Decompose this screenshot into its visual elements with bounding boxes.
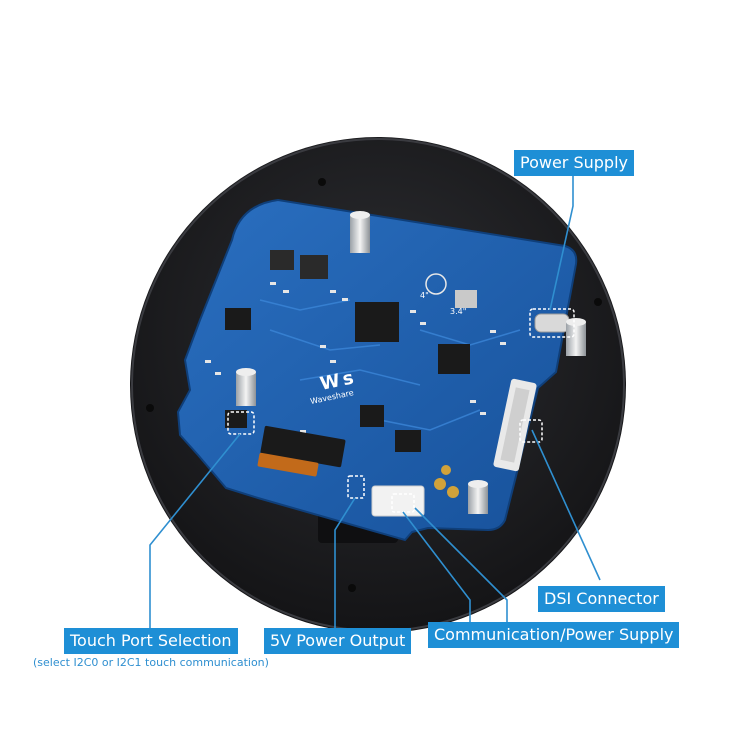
label-touch-port-note: (select I2C0 or I2C1 touch communication…	[33, 656, 269, 669]
svg-text:s: s	[341, 367, 356, 390]
highlight-touch-port	[227, 411, 255, 435]
highlight-dsi	[519, 419, 543, 443]
label-communication-power-supply: Communication/Power Supply	[428, 622, 680, 648]
standoffs	[236, 211, 586, 514]
leader-lines	[149, 176, 601, 630]
size-mark-3-4: 3.4"	[450, 307, 466, 316]
size-mark-4: 4"	[420, 291, 429, 300]
highlight-5v	[347, 475, 365, 499]
driver-board	[176, 198, 578, 542]
highlight-usb-c	[529, 308, 575, 338]
label-dsi-connector: DSI Connector	[538, 586, 665, 612]
label-touch-port-selection: Touch Port Selection	[64, 628, 238, 654]
svg-text:W: W	[318, 370, 342, 395]
label-power-supply: Power Supply	[514, 150, 634, 176]
label-5v-power-output: 5V Power Output	[264, 628, 412, 654]
